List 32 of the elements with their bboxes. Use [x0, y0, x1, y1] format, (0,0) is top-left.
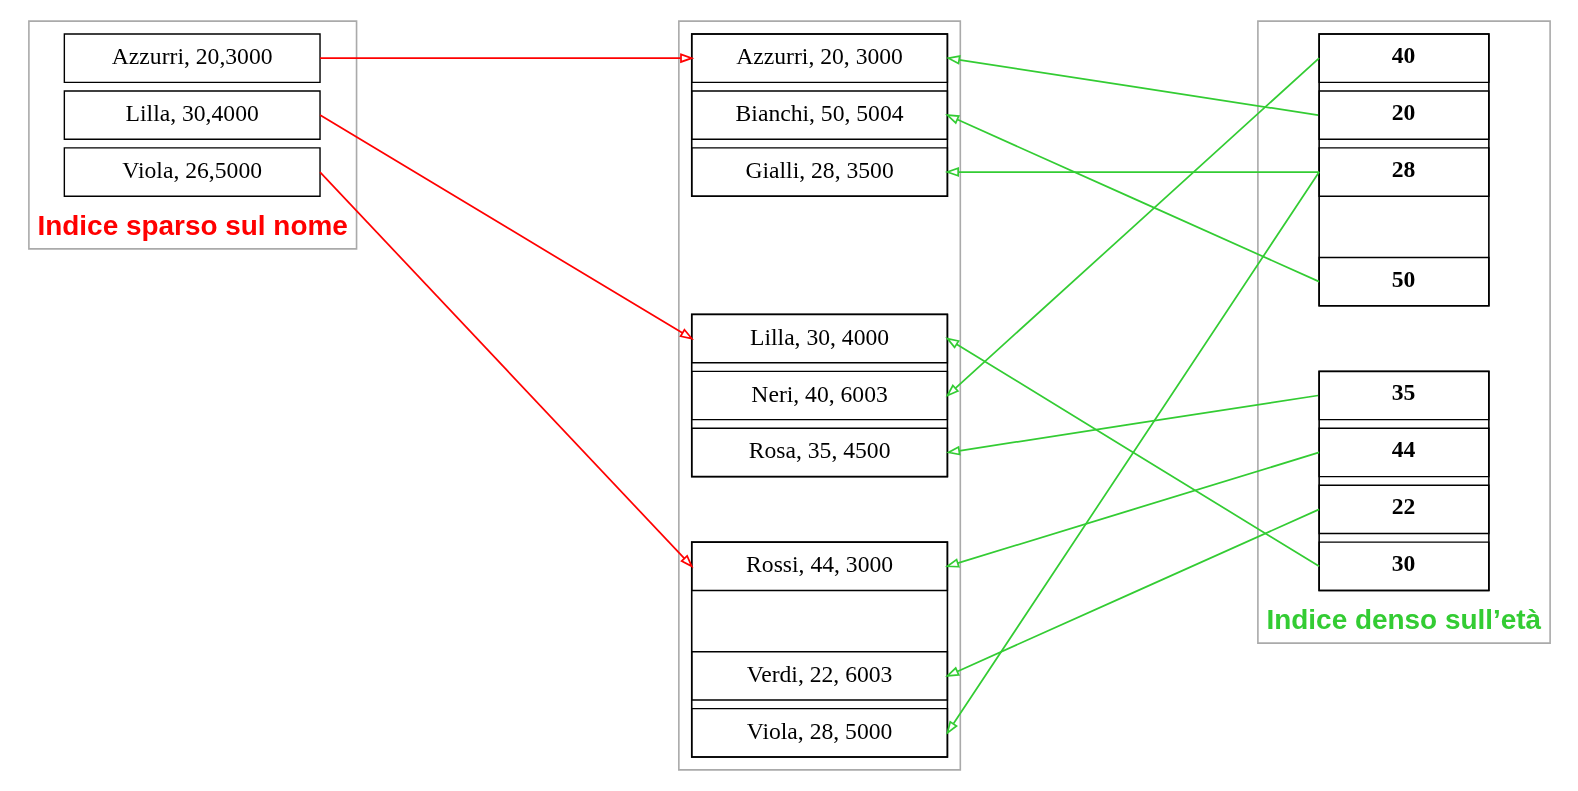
node-box: Rosa, 35, 4500 — [690, 427, 948, 478]
node-box: Lilla, 30,4000 — [63, 90, 321, 140]
node-box: 28 — [1317, 147, 1490, 197]
arrow — [944, 508, 1320, 677]
node-box: Bianchi, 50, 5004 — [690, 90, 948, 140]
node-box: Viola, 26,5000 — [63, 147, 321, 197]
node-box: Azzurri, 20, 3000 — [690, 33, 948, 84]
arrow — [318, 114, 694, 340]
arrow — [944, 451, 1320, 568]
node-box: Neri, 40, 6003 — [690, 370, 948, 421]
arrow — [945, 394, 1319, 456]
node-box: 35 — [1317, 370, 1490, 421]
node-box: Rossi, 44, 3000 — [690, 541, 948, 592]
arrow — [945, 55, 1319, 116]
arrow — [945, 57, 1320, 398]
node-box: Viola, 28, 5000 — [690, 707, 948, 758]
node-box: 50 — [1317, 256, 1490, 307]
node-box: 20 — [1317, 90, 1490, 140]
node-box: Azzurri, 20,3000 — [63, 33, 321, 84]
arrow — [318, 171, 694, 569]
arrow — [944, 337, 1320, 568]
node-box: 22 — [1317, 484, 1490, 535]
node-box: Gialli, 28, 3500 — [690, 147, 948, 197]
arrow — [945, 171, 1320, 735]
node-box: Verdi, 22, 6003 — [690, 651, 948, 701]
node-box: 40 — [1317, 33, 1490, 84]
arrow — [944, 167, 1320, 177]
arrow — [944, 114, 1320, 283]
node-box: 30 — [1317, 541, 1490, 592]
arrow — [318, 53, 694, 64]
node-box: 44 — [1317, 427, 1490, 478]
node-box: Lilla, 30, 4000 — [690, 313, 948, 364]
